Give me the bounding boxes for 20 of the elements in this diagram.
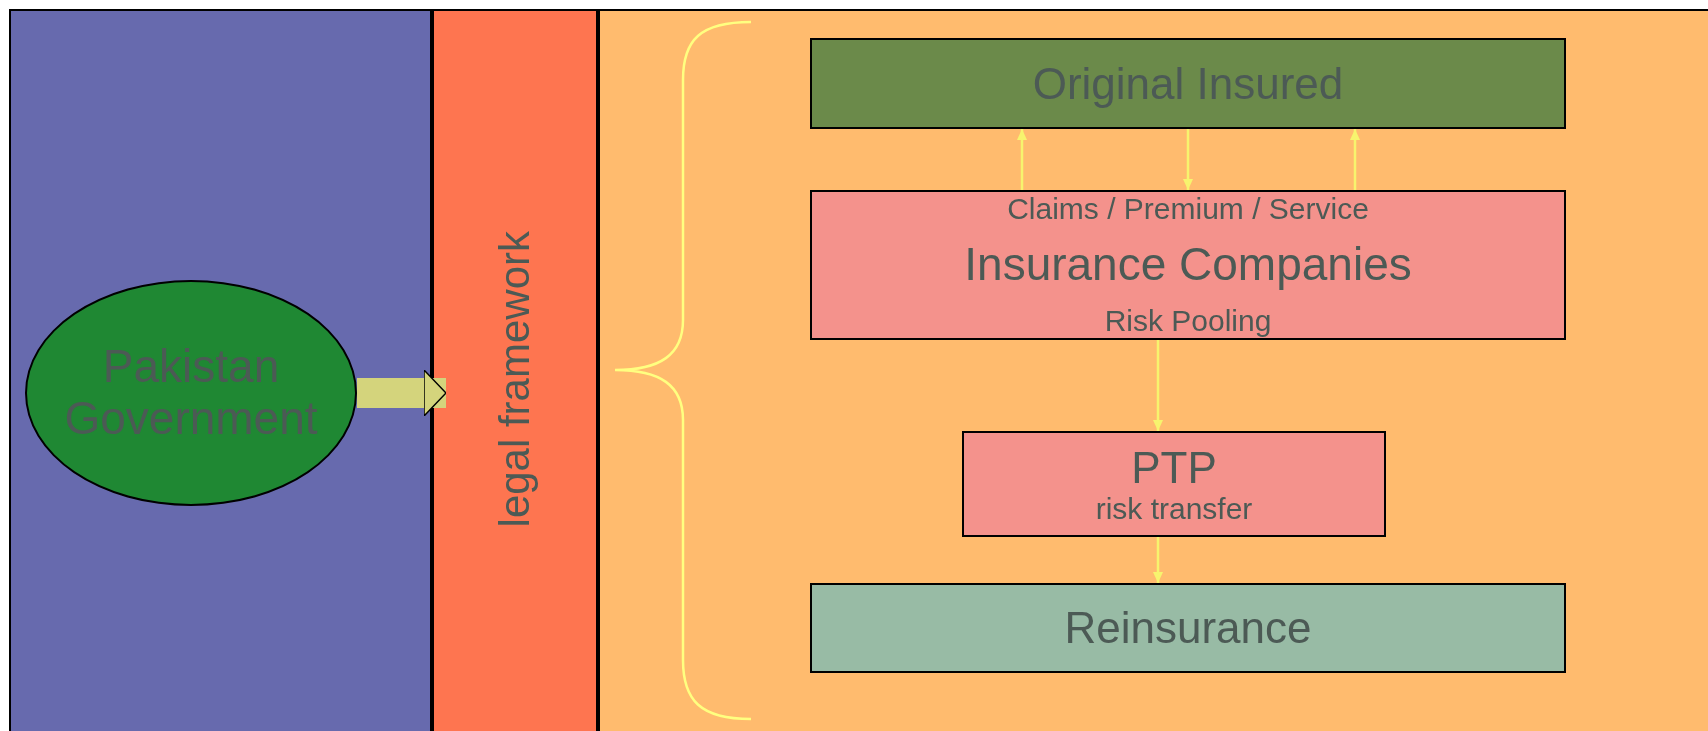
band-label: legal framework — [491, 230, 539, 528]
arrow — [1153, 340, 1163, 431]
left-panel — [9, 9, 432, 731]
box-label: Claims / Premium / Service — [1007, 192, 1369, 226]
arrow — [1183, 129, 1193, 190]
box-label: Reinsurance — [1064, 603, 1312, 653]
process-box — [810, 38, 1566, 129]
right-panel — [598, 9, 1708, 731]
process-box — [962, 431, 1386, 537]
arrow — [1017, 129, 1027, 190]
box-label: Insurance Companies — [964, 239, 1412, 291]
arrow — [1350, 129, 1360, 190]
box-label: PTP — [1131, 442, 1217, 492]
process-box — [810, 190, 1566, 340]
block-arrow — [357, 369, 447, 417]
box-label: risk transfer — [1095, 491, 1253, 526]
process-box — [810, 583, 1566, 673]
box-label: Risk Pooling — [1104, 304, 1272, 338]
arrow — [1153, 537, 1163, 583]
legal-framework-band — [432, 9, 598, 731]
